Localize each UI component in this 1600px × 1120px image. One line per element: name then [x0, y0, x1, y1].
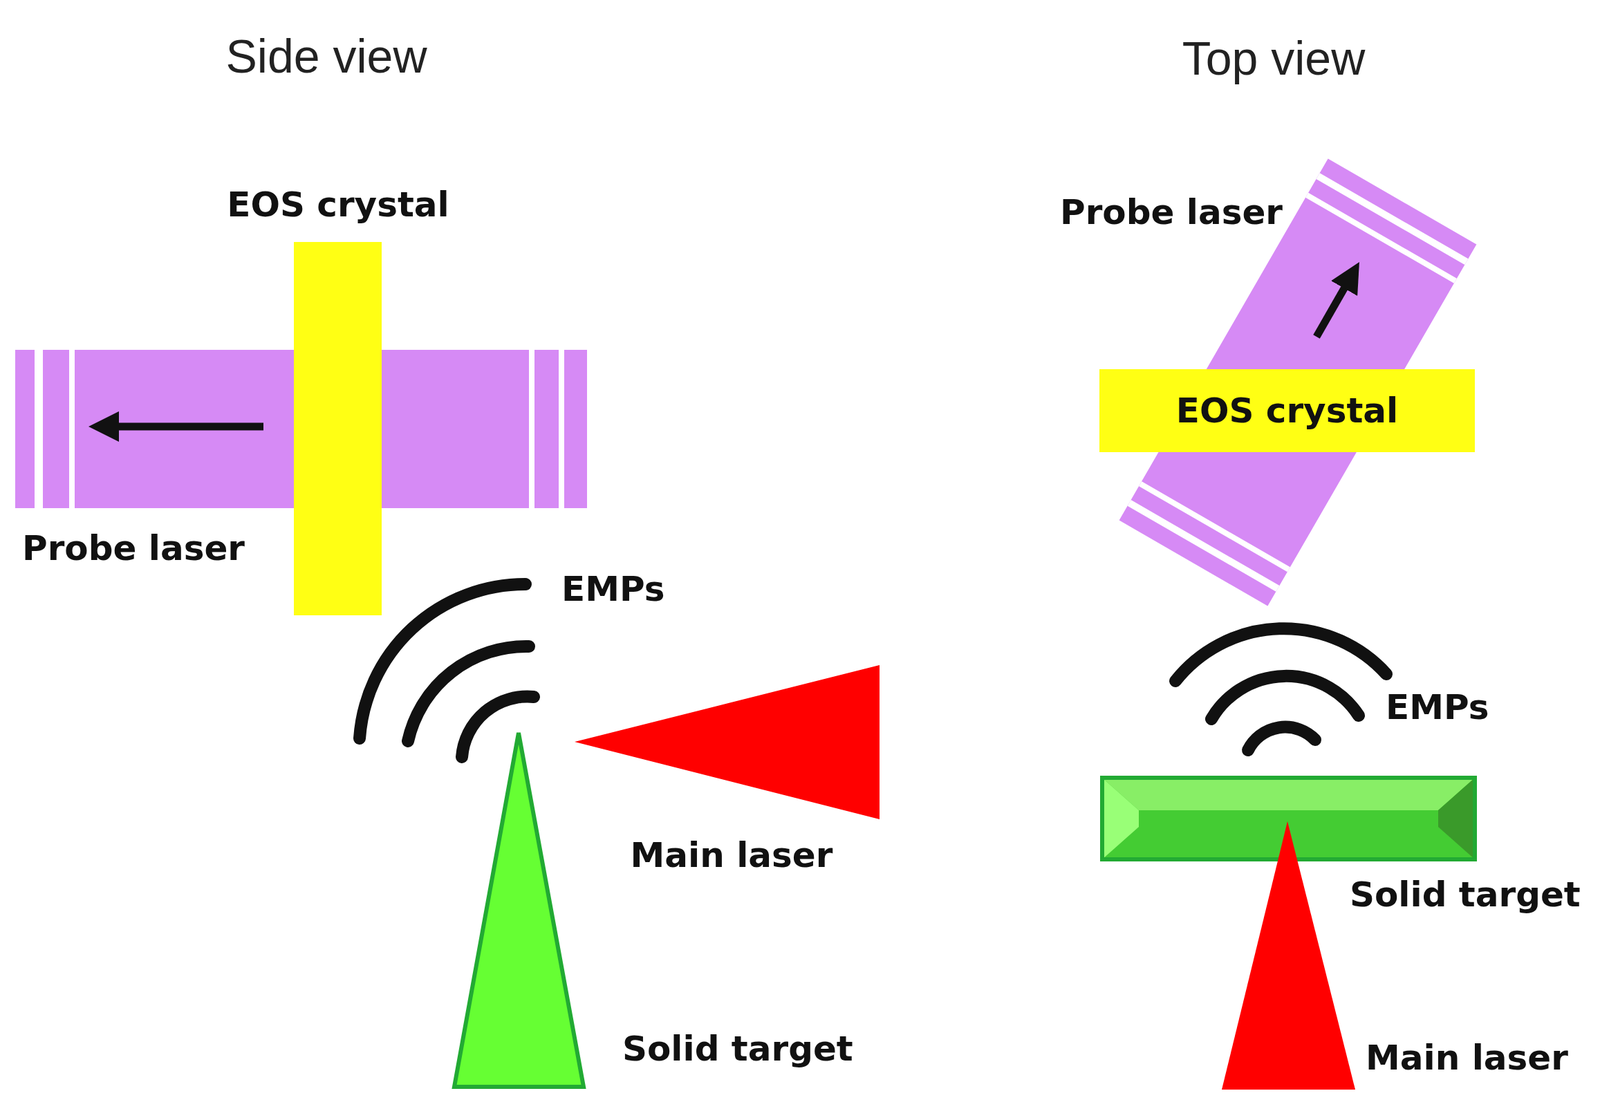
side-solid-target [454, 732, 584, 1087]
view-title: Side view [225, 30, 427, 83]
part-label: EOS crystal [226, 185, 450, 225]
part-label: EMPs [561, 570, 665, 609]
side-main-laser [574, 665, 880, 820]
view-title: Top view [1182, 32, 1366, 85]
part-label: Probe laser [1059, 193, 1283, 232]
node-text: EOS crystal [1176, 390, 1399, 431]
side-eos-crystal [293, 242, 382, 616]
side-emp-waves [359, 584, 534, 758]
part-label: Main laser [630, 836, 834, 875]
probe-direction-arrow [1316, 275, 1352, 337]
top-main-laser [1221, 821, 1356, 1090]
top-emp-waves [1175, 628, 1387, 751]
part-label: Solid target [1349, 876, 1581, 915]
part-label: Solid target [622, 1030, 854, 1069]
part-label: Main laser [1365, 1039, 1569, 1078]
eos-crystal-box: EOS crystal [1099, 369, 1475, 453]
part-label: Probe laser [22, 529, 245, 568]
part-label: EMPs [1385, 688, 1489, 727]
